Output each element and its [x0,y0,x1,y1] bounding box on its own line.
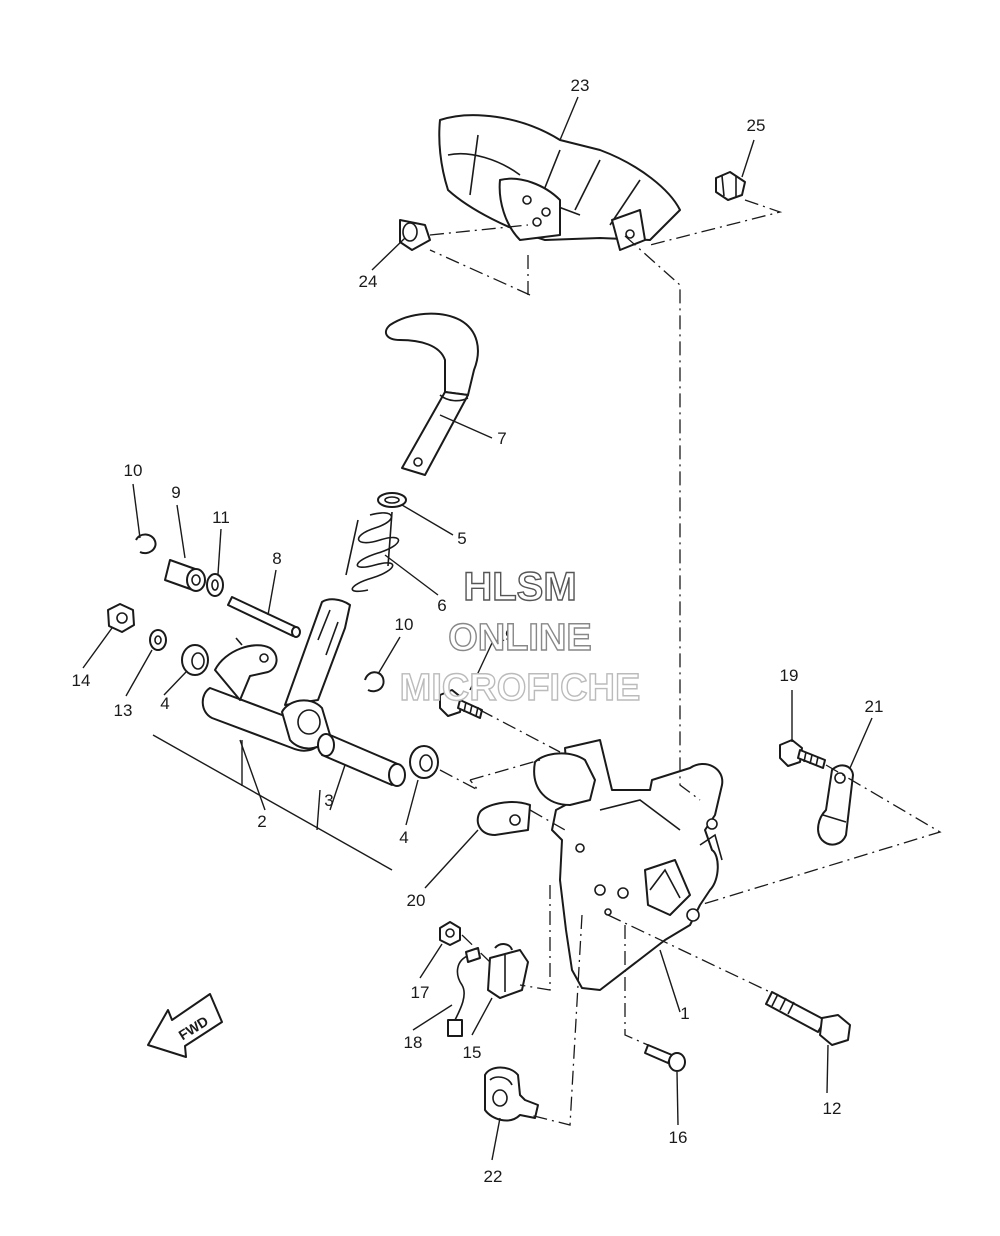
watermark: HLSM ONLINE MICROFICHE [399,564,641,709]
part-23-cover [438,114,681,251]
callout-15: 15 [463,1043,482,1062]
part-11-washer [206,573,224,597]
watermark-line-2: ONLINE [448,617,592,659]
assembly-lines [429,199,942,1126]
callout-24: 24 [359,272,378,291]
part-2-shift-arm [201,598,351,752]
callout-10-upper: 10 [124,461,143,480]
part-9-bushing [164,559,206,592]
callout-22: 22 [484,1167,503,1186]
watermark-line-3: MICROFICHE [400,667,641,709]
callout-13: 13 [114,701,133,720]
callout-20: 20 [407,891,426,910]
callout-8: 8 [272,549,281,568]
part-20-bracket [476,801,531,836]
part-15-switch [487,943,529,999]
fwd-arrow-icon: FWD [147,993,223,1058]
part-13-washer [149,629,167,651]
part-7-lever-rod [384,312,479,476]
callout-6: 6 [437,596,446,615]
callout-1: 1 [680,1004,689,1023]
part-14-nut [107,603,135,633]
callout-11: 11 [212,508,230,527]
part-4-bushing-right [409,745,439,779]
part-5-washer [377,492,407,508]
part-8-pin [227,596,301,638]
part-19-bolt-right [779,739,826,769]
part-6-spring [345,511,400,593]
part-24-collar [399,219,431,251]
part-21-plate [817,764,854,846]
part-22-clamp [484,1066,539,1122]
part-1-main-bracket [533,739,724,991]
callout-18: 18 [404,1033,423,1052]
callout-16: 16 [669,1128,688,1147]
callout-19-left: 19 [496,626,515,645]
part-18-harness [447,947,481,1037]
part-19-bolt-left [439,689,483,719]
part-12-bolt [765,991,851,1046]
callout-9: 9 [171,483,180,502]
callout-2: 2 [257,812,266,831]
part-3-shaft [317,733,406,787]
part-10-clip-middle [364,671,385,693]
callout-7: 7 [497,429,506,448]
callout-23: 23 [571,76,590,95]
callout-3: 3 [324,791,333,810]
part-4-bushing-left [181,644,209,676]
callout-19-right: 19 [780,666,799,685]
callout-25: 25 [747,116,766,135]
callout-10-middle: 10 [395,615,414,634]
callout-12: 12 [823,1099,842,1118]
callout-5: 5 [457,529,466,548]
callout-21: 21 [865,697,884,716]
callout-17: 17 [411,983,430,1002]
watermark-line-1: HLSM [463,565,576,609]
callout-14: 14 [72,671,91,690]
part-16-screw [644,1044,686,1072]
callout-labels: 23 25 24 7 5 6 10 9 11 8 14 13 4 10 19 1… [72,76,884,1186]
callout-4-left: 4 [160,694,169,713]
part-10-clip-upper [135,533,157,555]
part-17-nut [439,921,461,946]
callout-4-right: 4 [399,828,408,847]
leader-lines [82,96,873,1161]
part-25-clip [715,171,746,201]
